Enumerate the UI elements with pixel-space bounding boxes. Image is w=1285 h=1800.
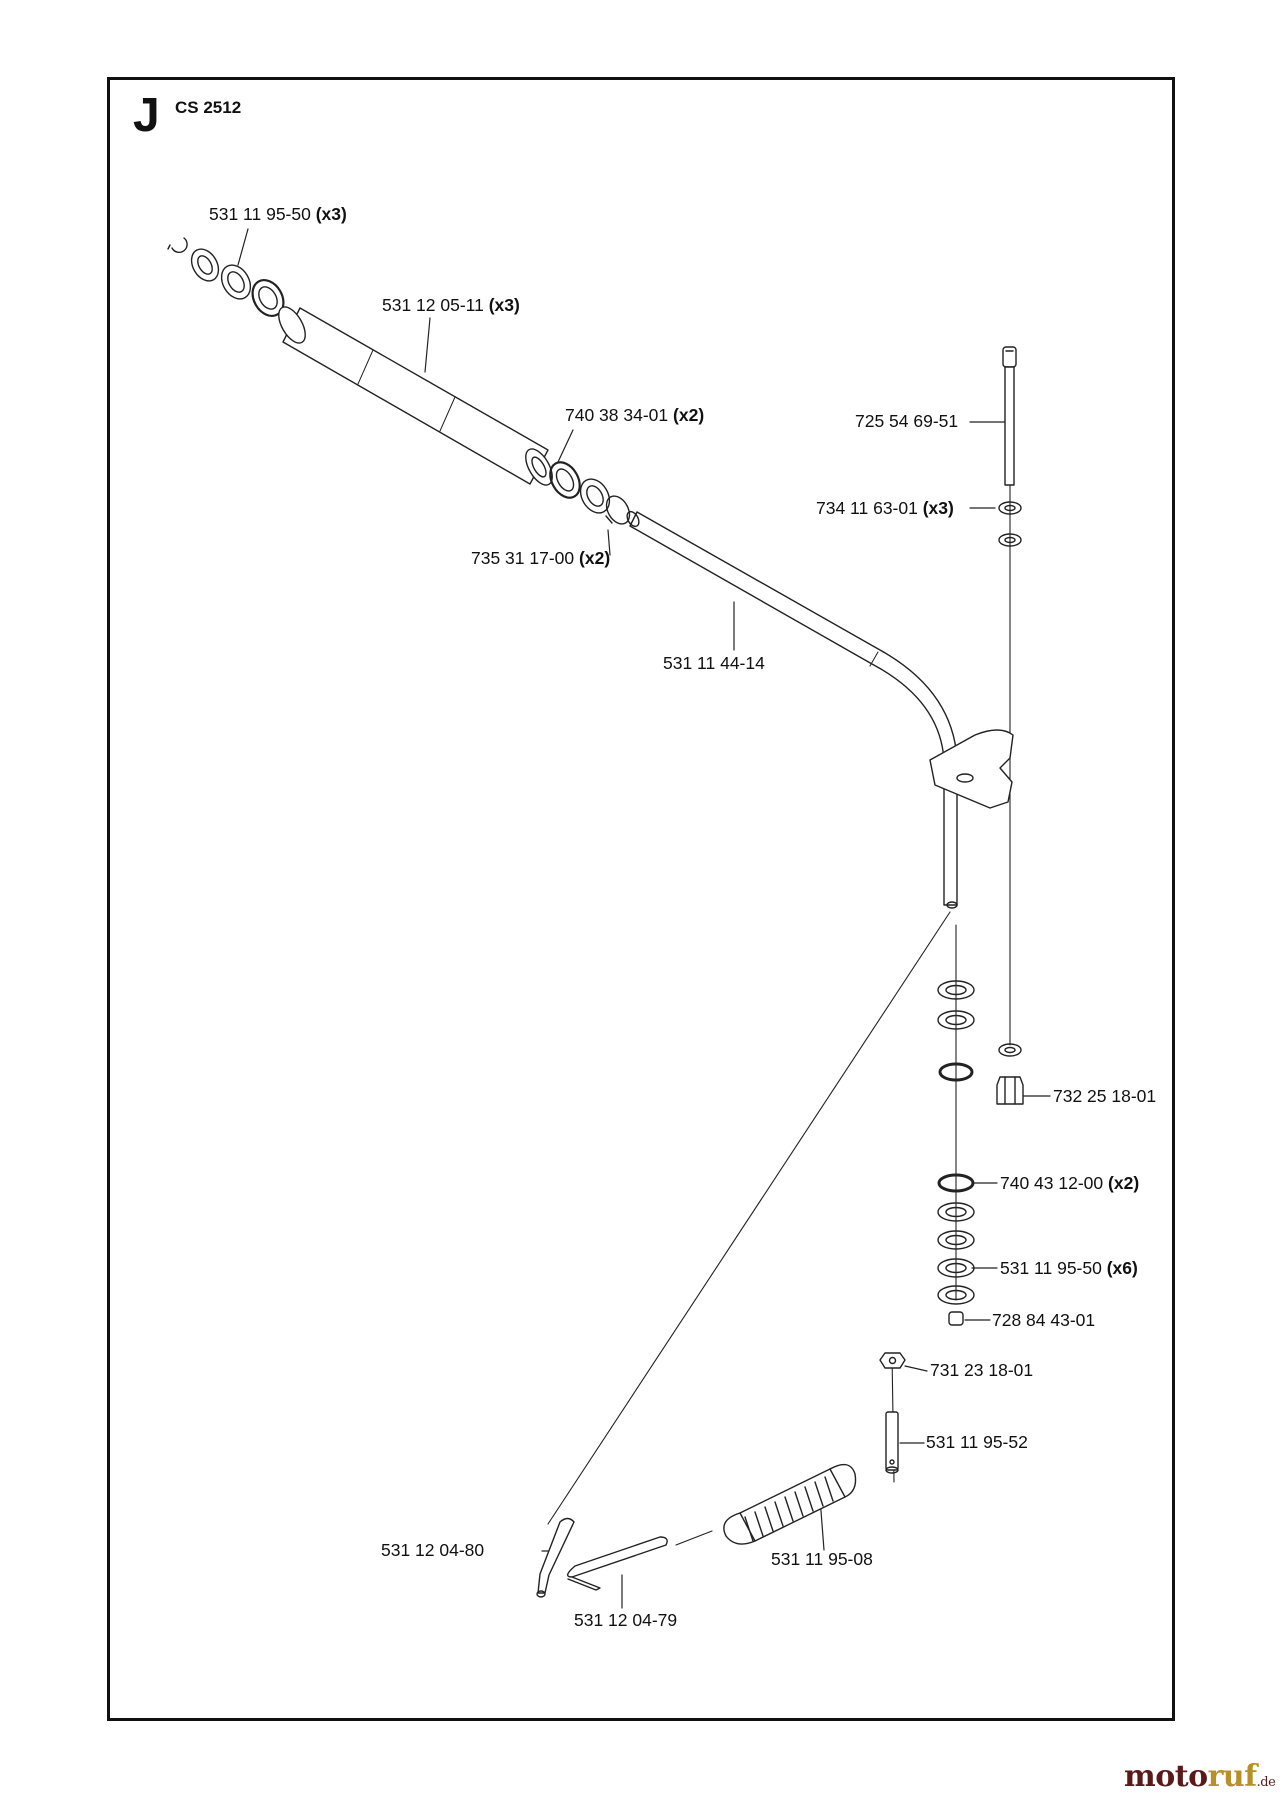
- stack-washer-6: [937, 1285, 975, 1305]
- part-label: 740 38 34-01 (x2): [565, 405, 705, 425]
- bearing-1: [251, 279, 285, 317]
- stack-washer-4: [937, 1230, 975, 1250]
- part-qty: (x3): [922, 498, 954, 518]
- washer-bolt-1: [998, 501, 1022, 515]
- part-number: 740 38 34-01: [565, 405, 669, 425]
- washer-3: [579, 478, 611, 514]
- part-label: 531 11 44-14: [663, 653, 765, 673]
- part-label: 531 12 04-80: [381, 1540, 485, 1560]
- part-label: 725 54 69-51: [855, 411, 959, 431]
- stack-washer-1: [937, 980, 975, 1000]
- model-code: CS 2512: [175, 98, 242, 117]
- part-number: 531 12 04-80: [381, 1540, 485, 1560]
- part-qty: (x3): [315, 204, 347, 224]
- washer-2: [220, 264, 252, 300]
- bracket-plate: [929, 729, 1014, 809]
- part-qty: (x2): [579, 548, 611, 568]
- part-number: 531 11 44-14: [663, 653, 765, 673]
- washer-bolt-3: [998, 1043, 1022, 1057]
- section-letter: J: [133, 89, 160, 142]
- circlip-top-left: [167, 237, 188, 254]
- part-number: 740 43 12-00: [1000, 1173, 1104, 1193]
- part-label: 531 12 05-11 (x3): [382, 295, 520, 315]
- oring-2: [937, 1173, 975, 1193]
- part-qty: (x2): [673, 405, 705, 425]
- circlip-2: [605, 495, 631, 525]
- bearing-2: [549, 461, 581, 499]
- part-number: 732 25 18-01: [1053, 1086, 1157, 1106]
- part-label: 732 25 18-01: [1053, 1086, 1157, 1106]
- oring-1: [938, 1062, 974, 1082]
- part-number: 531 12 04-79: [574, 1610, 678, 1630]
- part-label: 734 11 63-01 (x3): [816, 498, 954, 518]
- part-label: 728 84 43-01: [992, 1310, 1096, 1330]
- part-number: 731 23 18-01: [930, 1360, 1034, 1380]
- lock-nut: [996, 1076, 1024, 1105]
- part-number: 531 11 95-08: [771, 1549, 873, 1569]
- part-label: 531 11 95-52: [926, 1432, 1028, 1452]
- part-qty: (x3): [488, 295, 520, 315]
- tube-spacer: [278, 306, 553, 486]
- washer-1: [190, 248, 220, 282]
- part-number: 728 84 43-01: [992, 1310, 1096, 1330]
- part-label: 731 23 18-01: [930, 1360, 1034, 1380]
- stack-washer-2: [937, 1010, 975, 1030]
- assembly-axes: [547, 469, 1011, 1546]
- spacer-728: [948, 1311, 964, 1326]
- hex-nut: [879, 1352, 906, 1369]
- bolt: [1002, 346, 1017, 486]
- bent-shaft: [626, 510, 958, 909]
- part-label: 531 11 95-08: [771, 1549, 873, 1569]
- part-label: 531 11 95-50 (x6): [1000, 1258, 1138, 1278]
- link-rod: [567, 1536, 668, 1591]
- part-number: 531 11 95-50: [1000, 1258, 1102, 1278]
- leader-lines: [237, 228, 1051, 1609]
- diagram-frame: [107, 77, 1175, 1721]
- part-number: 734 11 63-01: [816, 498, 918, 518]
- part-number: 725 54 69-51: [855, 411, 959, 431]
- part-qty: (x2): [1108, 1173, 1140, 1193]
- part-number: 531 12 05-11: [382, 295, 484, 315]
- bent-rod: [536, 1517, 575, 1598]
- part-label: 531 11 95-50 (x3): [209, 204, 347, 224]
- stack-washer-5: [937, 1258, 975, 1278]
- washer-bolt-2: [998, 533, 1022, 547]
- part-label: 735 31 17-00 (x2): [471, 548, 611, 568]
- tension-spring: [723, 1463, 857, 1545]
- part-label: 531 12 04-79: [574, 1610, 678, 1630]
- part-number: 531 11 95-52: [926, 1432, 1028, 1452]
- site-watermark: motoruf.de: [1124, 1759, 1276, 1794]
- part-qty: (x6): [1106, 1258, 1138, 1278]
- part-number: 531 11 95-50: [209, 204, 311, 224]
- spring-pin: [885, 1411, 899, 1474]
- stack-washer-3: [937, 1202, 975, 1222]
- part-number: 735 31 17-00: [471, 548, 575, 568]
- part-label: 740 43 12-00 (x2): [1000, 1173, 1140, 1193]
